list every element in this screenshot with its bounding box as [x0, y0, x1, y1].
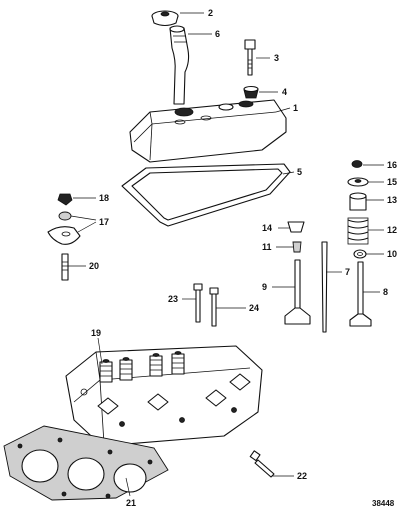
callout-19: 19: [91, 328, 101, 338]
callout-labels: 2 6 3 4 1 5 16 15 18 13 17 14 12 11 10 2…: [89, 8, 397, 508]
callout-7: 7: [345, 267, 350, 277]
exhaust-ports: [97, 373, 251, 415]
valve-springs-installed: [99, 351, 185, 383]
grommet: [243, 85, 259, 99]
valve-keepers: [351, 160, 363, 168]
bolt-small: [249, 450, 275, 478]
exhaust-valve: [349, 261, 372, 327]
callout-11: 11: [262, 242, 272, 252]
callout-2: 2: [208, 8, 213, 18]
valve-lock: [292, 241, 302, 253]
callout-9: 9: [262, 282, 267, 292]
rocker-arm-cover: [129, 99, 287, 163]
callout-10: 10: [387, 249, 397, 259]
valve-spring-cap: [287, 221, 305, 233]
cylinder-head: [65, 345, 263, 447]
callout-24: 24: [249, 303, 259, 313]
callout-4: 4: [282, 87, 287, 97]
head-bolt-long: [193, 283, 203, 323]
callout-23: 23: [168, 294, 178, 304]
rocker-arm: [47, 226, 81, 245]
valve-seal: [353, 249, 367, 259]
callout-15: 15: [387, 177, 397, 187]
callout-17: 17: [99, 217, 109, 227]
rocker-ball: [58, 211, 72, 221]
filler-tube: [169, 25, 190, 105]
callout-18: 18: [99, 193, 109, 203]
callout-6: 6: [215, 29, 220, 39]
callout-13: 13: [387, 195, 397, 205]
rocker-arm-stud: [61, 253, 69, 281]
callout-14: 14: [262, 223, 272, 233]
rocker-arm-nut: [57, 193, 73, 206]
callout-21: 21: [126, 498, 136, 508]
oil-filler-cap: [151, 10, 179, 27]
oil-shield: [349, 192, 367, 211]
callout-1: 1: [293, 103, 298, 113]
push-rod: [321, 241, 328, 333]
valve-spring: [347, 217, 369, 245]
callout-5: 5: [297, 167, 302, 177]
cover-bolt: [244, 39, 256, 76]
leader-lines: [68, 12, 384, 497]
callout-16: 16: [387, 160, 397, 170]
callout-12: 12: [387, 225, 397, 235]
head-bolt-short: [209, 287, 219, 327]
spring-retainer: [347, 177, 369, 187]
cover-gasket: [121, 163, 291, 227]
drawing-number: 38448: [372, 499, 395, 508]
callout-8: 8: [383, 287, 388, 297]
intake-valve: [284, 259, 311, 325]
callout-20: 20: [89, 261, 99, 271]
callout-22: 22: [297, 471, 307, 481]
callout-3: 3: [274, 53, 279, 63]
